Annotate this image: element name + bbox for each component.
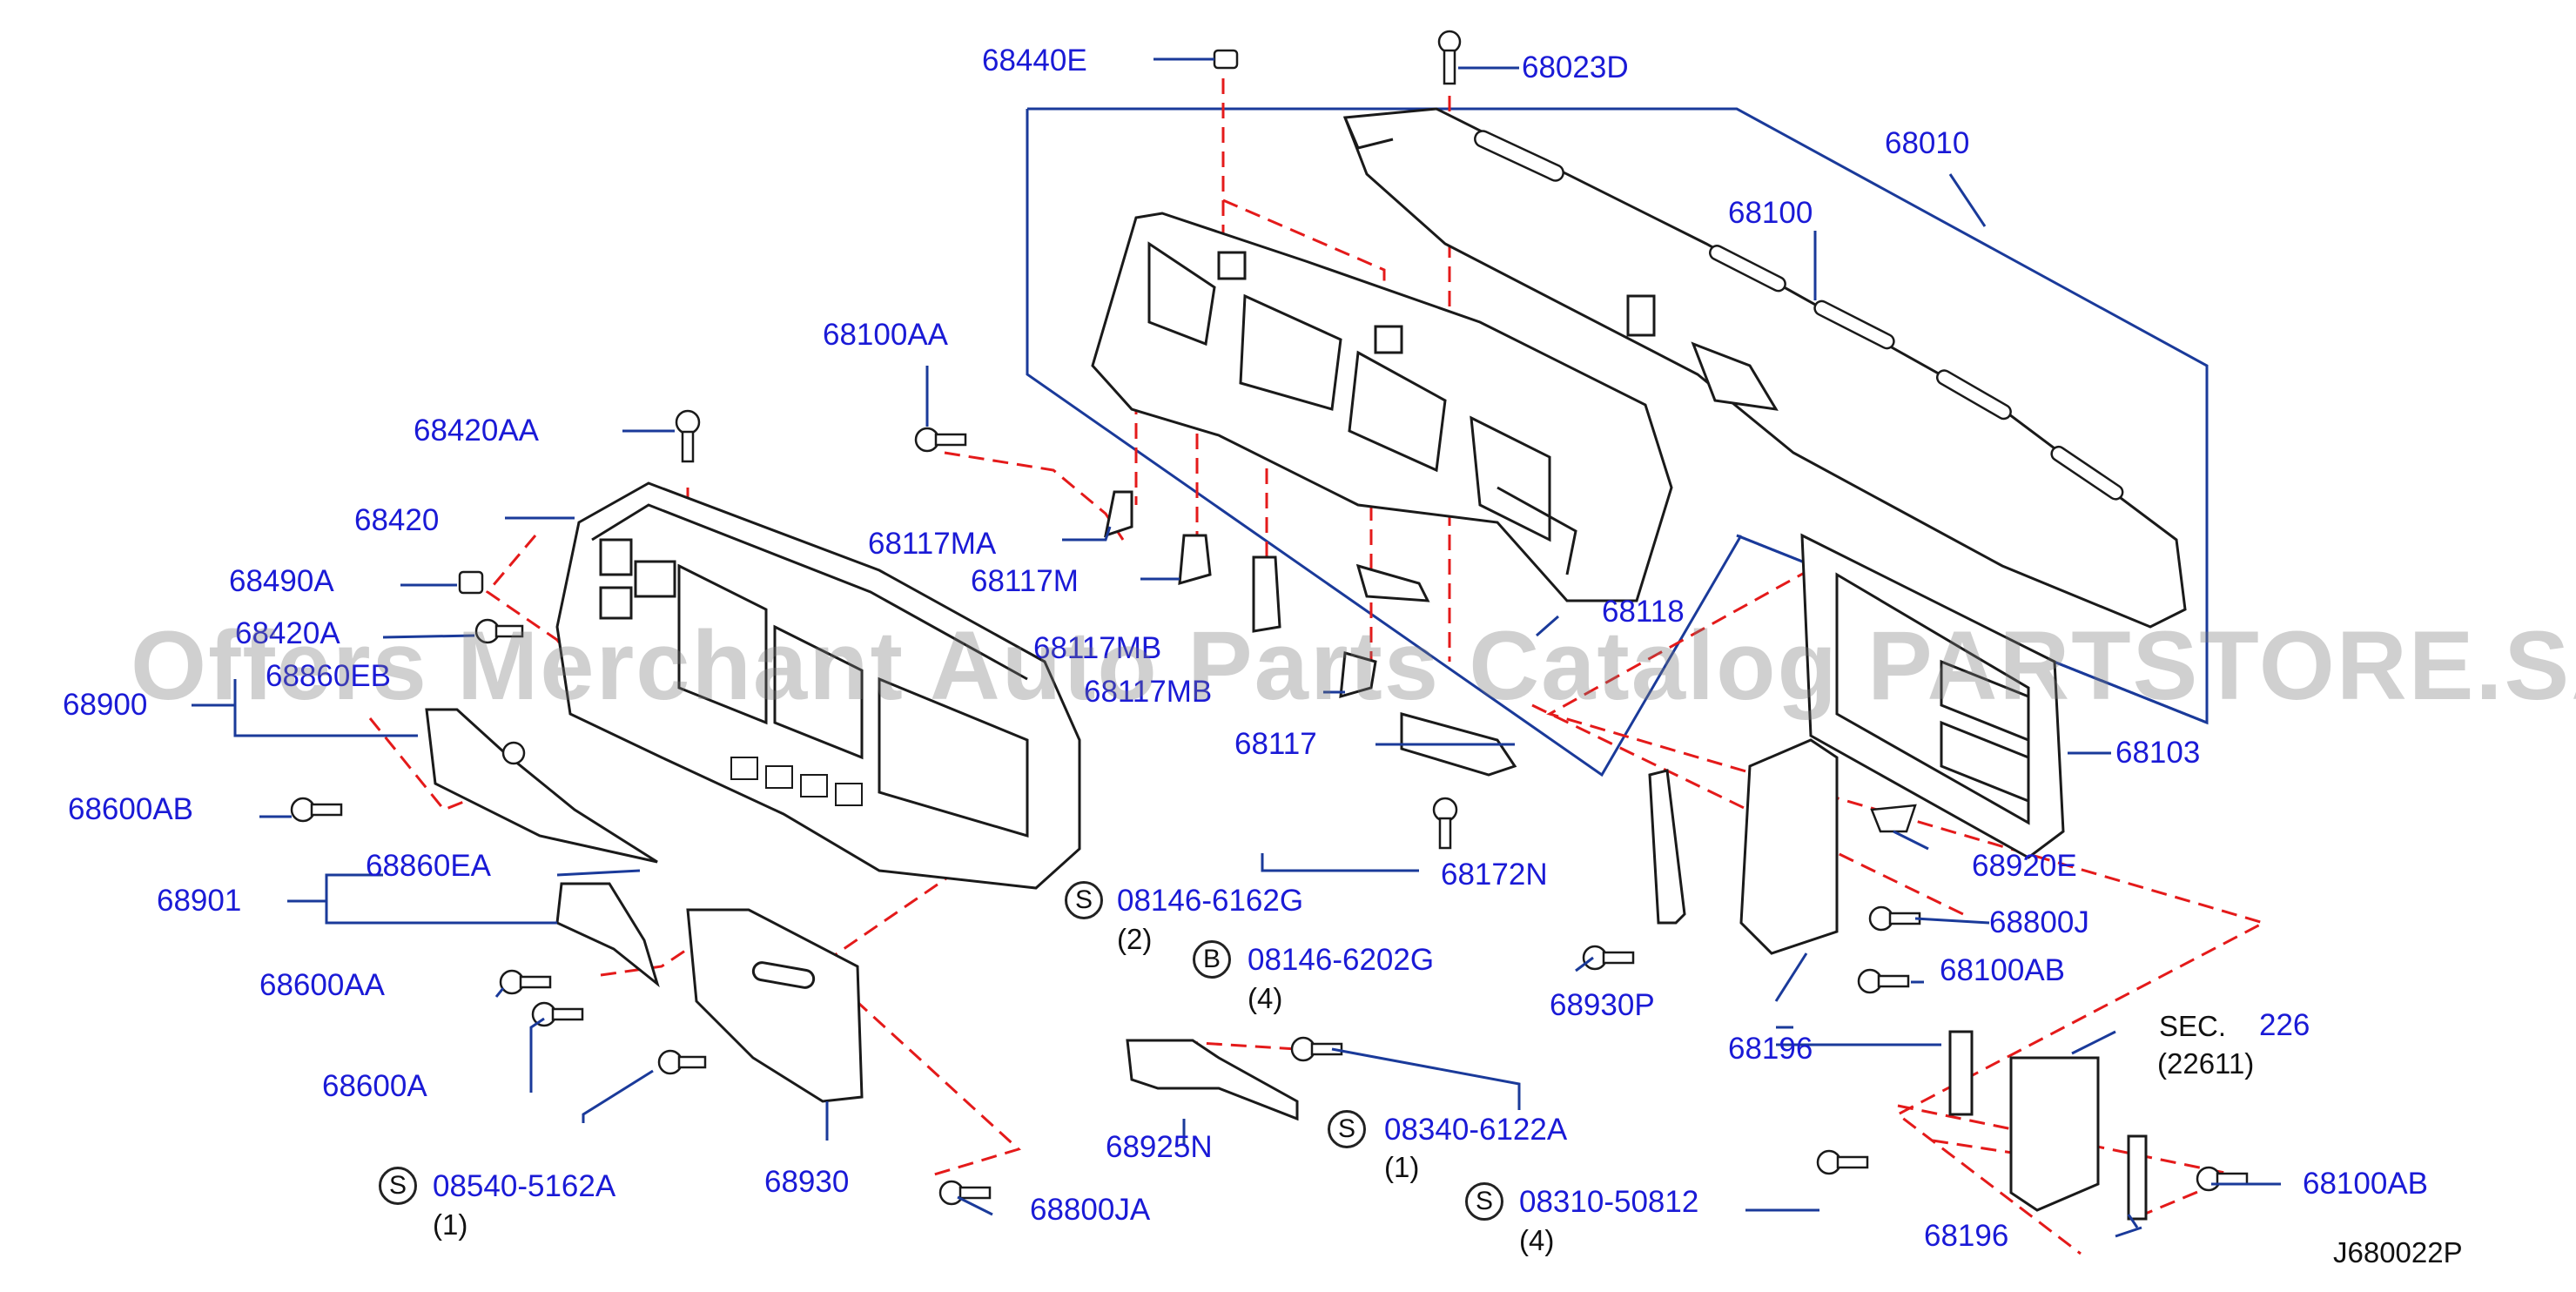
part-ECU-module bbox=[1948, 1030, 2148, 1221]
part-68100-dash-frame bbox=[1091, 212, 1673, 602]
label-68860EA[interactable]: 68860EA bbox=[366, 849, 492, 883]
label-68440E[interactable]: 68440E bbox=[982, 44, 1087, 77]
label-68023D[interactable]: 68023D bbox=[1522, 50, 1629, 84]
label-68930[interactable]: 68930 bbox=[764, 1165, 850, 1199]
label-68901[interactable]: 68901 bbox=[157, 884, 242, 918]
label-68196-upper[interactable]: 68196 bbox=[1728, 1032, 1813, 1066]
label-68117MB-upper[interactable]: 68117MB bbox=[1033, 631, 1162, 665]
label-68100AA[interactable]: 68100AA bbox=[823, 318, 949, 352]
fasteners bbox=[290, 30, 2249, 1206]
part-68103-bracket-panel bbox=[1800, 533, 2065, 859]
std-qty-3: (1) bbox=[1384, 1151, 1420, 1183]
part-small-brackets bbox=[1104, 490, 1517, 777]
sec-prefix: SEC. bbox=[2159, 1010, 2227, 1042]
label-68925N[interactable]: 68925N bbox=[1106, 1130, 1213, 1164]
label-68900[interactable]: 68900 bbox=[63, 688, 148, 722]
label-68600AB[interactable]: 68600AB bbox=[68, 792, 194, 826]
label-68930P[interactable]: 68930P bbox=[1550, 988, 1655, 1022]
label-68420[interactable]: 68420 bbox=[354, 503, 440, 537]
std-qty-4: (1) bbox=[433, 1208, 468, 1241]
label-68420AA[interactable]: 68420AA bbox=[414, 414, 540, 447]
std-code-1[interactable]: 08146-6162G bbox=[1117, 884, 1304, 918]
label-68800JA[interactable]: 68800JA bbox=[1030, 1193, 1151, 1227]
diagram-id: J680022P bbox=[2333, 1236, 2463, 1268]
label-68920E[interactable]: 68920E bbox=[1972, 849, 2077, 883]
label-68100AB-lower[interactable]: 68100AB bbox=[2303, 1167, 2429, 1201]
std-qty-5: (4) bbox=[1519, 1224, 1555, 1256]
sec-sub-number: (22611) bbox=[2157, 1047, 2255, 1080]
label-68600AA[interactable]: 68600AA bbox=[259, 968, 386, 1002]
label-68100[interactable]: 68100 bbox=[1728, 196, 1813, 230]
label-68600A[interactable]: 68600A bbox=[322, 1069, 427, 1103]
label-68117M[interactable]: 68117M bbox=[971, 564, 1079, 598]
std-marker-3: S bbox=[1328, 1110, 1366, 1148]
std-marker-4: S bbox=[379, 1167, 417, 1205]
part-68930-panel bbox=[686, 908, 864, 1103]
sec-number-link[interactable]: 226 bbox=[2259, 1008, 2310, 1042]
label-68172N[interactable]: 68172N bbox=[1441, 858, 1548, 892]
label-68860EB[interactable]: 68860EB bbox=[266, 659, 392, 693]
label-68103[interactable]: 68103 bbox=[2115, 736, 2201, 770]
label-68196-lower[interactable]: 68196 bbox=[1924, 1219, 2009, 1253]
std-code-2[interactable]: 08146-6202G bbox=[1248, 943, 1435, 977]
label-68117MB[interactable]: 68117MB bbox=[1084, 675, 1213, 709]
part-68925N-bracket bbox=[1126, 1039, 1299, 1121]
label-68117MA[interactable]: 68117MA bbox=[868, 527, 997, 561]
std-qty-2: (4) bbox=[1248, 982, 1283, 1014]
label-68800J[interactable]: 68800J bbox=[1989, 905, 2089, 939]
leader-lines bbox=[192, 57, 2281, 1238]
part-side-brackets bbox=[1648, 738, 1839, 955]
std-qty-1: (2) bbox=[1117, 923, 1153, 955]
std-code-5[interactable]: 08310-50812 bbox=[1519, 1185, 1699, 1219]
part-68900-lower-cover bbox=[425, 708, 658, 864]
label-68100AB-upper[interactable]: 68100AB bbox=[1940, 953, 2066, 987]
label-68490A[interactable]: 68490A bbox=[229, 564, 334, 598]
label-68420A[interactable]: 68420A bbox=[235, 616, 340, 650]
label-68117[interactable]: 68117 bbox=[1234, 727, 1317, 761]
std-marker-1: S bbox=[1065, 881, 1103, 919]
part-68420-cluster-lid bbox=[555, 481, 1081, 890]
label-68010[interactable]: 68010 bbox=[1885, 126, 1970, 160]
label-68118[interactable]: 68118 bbox=[1602, 595, 1685, 629]
std-marker-2: B bbox=[1193, 940, 1231, 979]
std-code-3[interactable]: 08340-6122A bbox=[1384, 1113, 1568, 1147]
std-code-4[interactable]: 08540-5162A bbox=[433, 1169, 616, 1203]
part-68010-dash-pad bbox=[1342, 107, 2187, 629]
part-68901-lid bbox=[555, 882, 660, 988]
std-marker-5: S bbox=[1465, 1182, 1503, 1221]
